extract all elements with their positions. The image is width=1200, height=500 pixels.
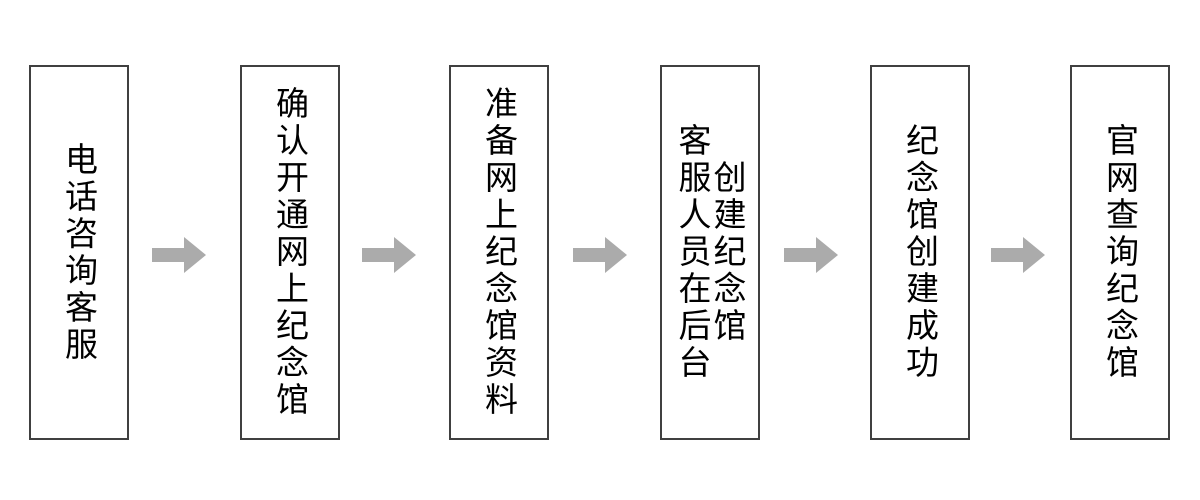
right-arrow-icon-2 xyxy=(362,237,416,273)
flow-node-1[interactable]: 电话咨询客服 xyxy=(29,65,129,440)
right-arrow-icon-3 xyxy=(573,237,627,273)
flow-node-5-label: 纪念馆创建成功 xyxy=(900,123,940,382)
right-arrow-icon-1 xyxy=(152,237,206,273)
right-arrow-icon-5 xyxy=(991,237,1045,273)
flow-node-3[interactable]: 准备网上纪念馆资料 xyxy=(449,65,549,440)
flow-node-5[interactable]: 纪念馆创建成功 xyxy=(870,65,970,440)
flow-node-4[interactable]: 客服人员在后台 创建纪念馆 xyxy=(660,65,760,440)
flow-node-2-label: 确认开通网上纪念馆 xyxy=(270,86,310,419)
right-arrow-icon-4 xyxy=(784,237,838,273)
flow-node-6-label: 官网查询纪念馆 xyxy=(1100,123,1140,382)
flow-node-2[interactable]: 确认开通网上纪念馆 xyxy=(240,65,340,440)
flow-node-4-label-column-1: 客服人员在后台 xyxy=(673,123,712,382)
flow-node-1-label: 电话咨询客服 xyxy=(59,141,99,364)
flow-node-3-label: 准备网上纪念馆资料 xyxy=(479,86,519,419)
flow-node-4-label-column-2: 创建纪念馆 xyxy=(708,160,747,345)
flow-node-6[interactable]: 官网查询纪念馆 xyxy=(1070,65,1170,440)
